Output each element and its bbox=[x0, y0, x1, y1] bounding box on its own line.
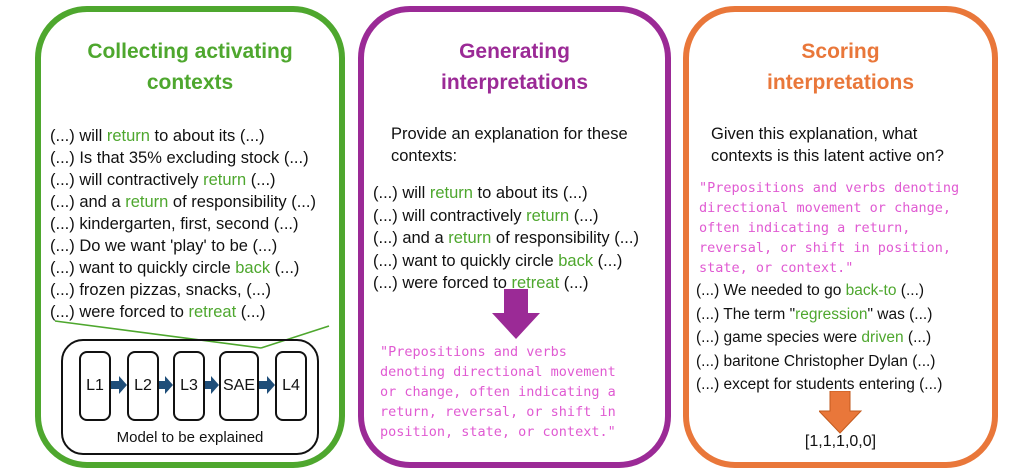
context-item: (...) baritone Christopher Dylan (...) bbox=[696, 351, 935, 373]
scoring-prompt: Given this explanation, what contexts is… bbox=[711, 125, 944, 165]
activating-token: back bbox=[558, 251, 594, 270]
activating-token: back-to bbox=[845, 282, 897, 299]
panel-title-line1: Collecting activating bbox=[87, 40, 293, 63]
activating-token: return bbox=[526, 206, 570, 225]
context-item: (...) game species were driven (...) bbox=[696, 327, 931, 349]
panel-title-line2: interpretations bbox=[766, 71, 915, 94]
context-text: (...) bbox=[896, 282, 925, 299]
context-item: (...) were forced to retreat (...) bbox=[50, 301, 265, 323]
scored-explanation: "Prepositions and verbs denoting directi… bbox=[699, 180, 960, 276]
context-text: (...) Is that 35% excluding stock (...) bbox=[50, 149, 309, 167]
context-text: (...) will bbox=[50, 127, 107, 145]
down-arrow-icon bbox=[819, 391, 863, 434]
activating-token: back bbox=[235, 259, 271, 277]
context-text: (...) game species were bbox=[696, 329, 862, 346]
panel-title-line2: contexts bbox=[146, 71, 234, 94]
context-text: (...) will bbox=[373, 184, 430, 202]
context-text: of responsibility (...) bbox=[168, 193, 316, 211]
context-text: (...) baritone Christopher Dylan (...) bbox=[696, 352, 936, 370]
context-text: (...) and a bbox=[373, 229, 449, 247]
context-item: (...) kindergarten, first, second (...) bbox=[50, 213, 299, 235]
context-text: to about its (...) bbox=[149, 127, 265, 145]
context-item: (...) will return to about its (...) bbox=[373, 182, 588, 204]
activating-token: return bbox=[203, 171, 247, 189]
context-text: (...) were forced to bbox=[50, 303, 189, 321]
context-item: (...) except for students entering (...) bbox=[696, 374, 942, 396]
context-item: (...) The term "regression" was (...) bbox=[696, 304, 932, 326]
activating-token: return bbox=[125, 193, 169, 211]
context-item: (...) will return to about its (...) bbox=[50, 125, 265, 147]
panel-title: Scoring interpretations bbox=[689, 36, 992, 98]
context-text: (...) want to quickly circle bbox=[50, 259, 236, 277]
context-item: (...) will contractively return (...) bbox=[373, 205, 599, 227]
context-item: (...) frozen pizzas, snacks, (...) bbox=[50, 279, 271, 301]
context-text: (...) frozen pizzas, snacks, (...) bbox=[50, 281, 271, 299]
collecting-contexts-panel: Collecting activating contexts (...) wil… bbox=[35, 6, 345, 468]
context-text: (...) except for students entering (...) bbox=[696, 376, 943, 393]
context-text: (...) The term " bbox=[696, 305, 796, 323]
context-item: (...) and a return of responsibility (..… bbox=[50, 191, 316, 213]
activating-token: driven bbox=[861, 329, 904, 346]
panel-title-line2: interpretations bbox=[440, 71, 589, 94]
context-text: (...) bbox=[559, 274, 589, 292]
activating-token: retreat bbox=[188, 303, 237, 321]
context-item: (...) will contractively return (...) bbox=[50, 169, 276, 191]
layer-l4: L4 bbox=[275, 351, 307, 421]
activating-token: return bbox=[106, 127, 150, 145]
score-vector: [1,1,1,0,0] bbox=[804, 433, 877, 450]
context-item: (...) and a return of responsibility (..… bbox=[373, 227, 639, 249]
layer-l1: L1 bbox=[79, 351, 111, 421]
context-item: (...) We needed to go back-to (...) bbox=[696, 280, 924, 302]
context-text: (...) were forced to bbox=[373, 274, 512, 292]
activating-token: return bbox=[429, 184, 473, 202]
panel-title: Generating interpretations bbox=[364, 36, 665, 98]
context-item: (...) Do we want 'play' to be (...) bbox=[50, 235, 277, 257]
panel-title-line1: Generating bbox=[459, 40, 570, 63]
layer-l3: L3 bbox=[173, 351, 205, 421]
context-text: to about its (...) bbox=[472, 184, 588, 202]
context-text: (...) and a bbox=[50, 193, 126, 211]
context-text: (...) bbox=[246, 171, 276, 189]
model-box: L1 L2 L3 SAE L4 Model to be explained bbox=[61, 339, 319, 455]
generated-explanation: "Prepositions and verbs denoting directi… bbox=[380, 344, 616, 440]
context-text: (...) Do we want 'play' to be (...) bbox=[50, 237, 278, 255]
context-item: (...) were forced to retreat (...) bbox=[373, 272, 588, 294]
context-text: " was (...) bbox=[867, 305, 933, 323]
context-item: (...) want to quickly circle back (...) bbox=[50, 257, 299, 279]
context-text: (...) We needed to go bbox=[696, 282, 846, 299]
context-text: (...) bbox=[593, 251, 623, 270]
panel-title: Collecting activating contexts bbox=[41, 36, 339, 98]
explanation-prompt: Provide an explanation for these context… bbox=[391, 125, 628, 165]
activating-token: regression bbox=[795, 305, 868, 323]
activating-token: return bbox=[448, 229, 492, 247]
scoring-interpretations-panel: Scoring interpretations Given this expla… bbox=[683, 6, 998, 468]
context-text: (...) will contractively bbox=[373, 206, 527, 225]
context-text: (...) bbox=[569, 206, 599, 225]
context-item: (...) Is that 35% excluding stock (...) bbox=[50, 147, 309, 169]
context-text: (...) bbox=[270, 259, 300, 277]
context-text: (...) bbox=[236, 303, 266, 321]
context-text: of responsibility (...) bbox=[491, 229, 639, 247]
model-label: Model to be explained bbox=[116, 429, 264, 446]
layer-sae: SAE bbox=[219, 351, 259, 421]
panel-title-line1: Scoring bbox=[801, 40, 880, 63]
context-text: (...) kindergarten, first, second (...) bbox=[50, 215, 299, 233]
layer-l2: L2 bbox=[127, 351, 159, 421]
context-text: (...) will contractively bbox=[50, 171, 204, 189]
activating-token: retreat bbox=[511, 274, 560, 292]
context-item: (...) want to quickly circle back (...) bbox=[373, 250, 622, 272]
generating-interpretations-panel: Generating interpretations Provide an ex… bbox=[358, 6, 671, 468]
context-text: (...) bbox=[903, 329, 932, 346]
context-text: (...) want to quickly circle bbox=[373, 251, 559, 270]
down-arrow-icon bbox=[492, 289, 540, 339]
